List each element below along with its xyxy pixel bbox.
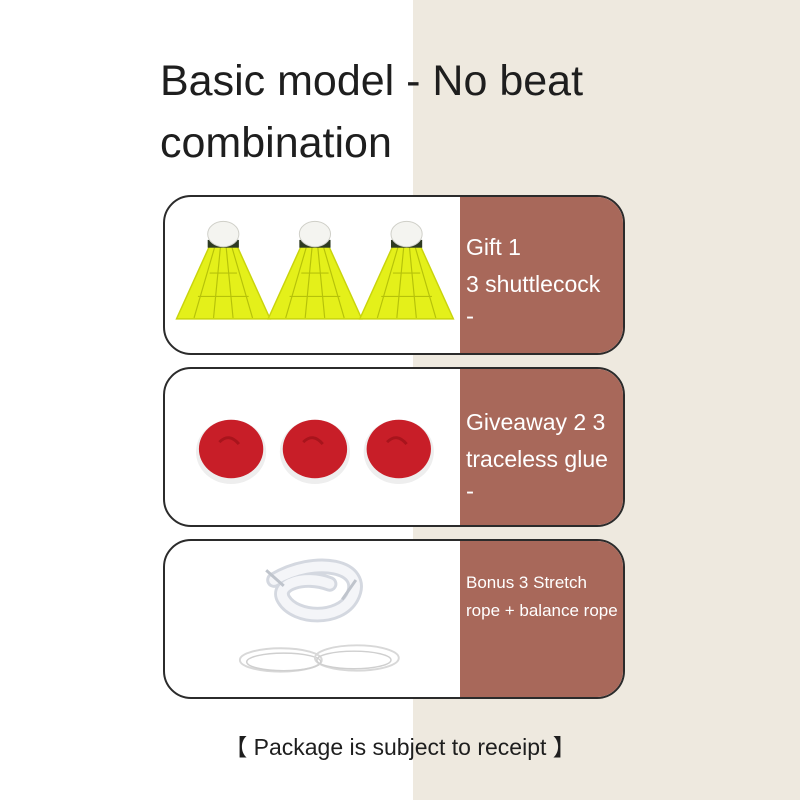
shuttlecock-icon [267, 220, 363, 320]
gift-label-dash: - [466, 303, 474, 330]
gift-label-sub: 3 shuttlecock [466, 271, 601, 297]
gift-card-shuttlecock: Gift 1 3 shuttlecock - [163, 195, 625, 355]
giveaway-label-dash: - [466, 478, 474, 505]
shuttlecock-icon [358, 220, 455, 320]
glue-dot-icon [279, 419, 351, 485]
shuttlecock-image [175, 220, 455, 320]
giveaway-label-panel: Giveaway 2 3 traceless glue - [460, 369, 623, 525]
giveaway-label-title: Giveaway 2 3 [466, 409, 606, 435]
giveaway-label-sub: traceless glue [466, 446, 608, 472]
page-title: Basic model - No beat combination [160, 57, 584, 167]
rope-image [238, 558, 400, 673]
stretch-rope-icon [265, 558, 363, 623]
gift-label-title: Gift 1 [466, 234, 521, 260]
shuttlecock-icon [175, 220, 272, 320]
gift-label-panel: Gift 1 3 shuttlecock - [460, 197, 623, 353]
bonus-label-panel: Bonus 3 Stretch rope + balance rope [460, 541, 623, 697]
gift-card-glue: Giveaway 2 3 traceless glue - [163, 367, 625, 527]
glue-image [195, 419, 434, 485]
balance-rope-icon [238, 644, 400, 673]
glue-dot-icon [195, 419, 267, 485]
package-note: 【 Package is subject to receipt 】 [224, 734, 576, 760]
bonus-label-text: Bonus 3 Stretch rope + balance rope [466, 573, 618, 620]
glue-dot-icon [363, 419, 434, 485]
gift-card-rope: Bonus 3 Stretch rope + balance rope [163, 539, 625, 699]
